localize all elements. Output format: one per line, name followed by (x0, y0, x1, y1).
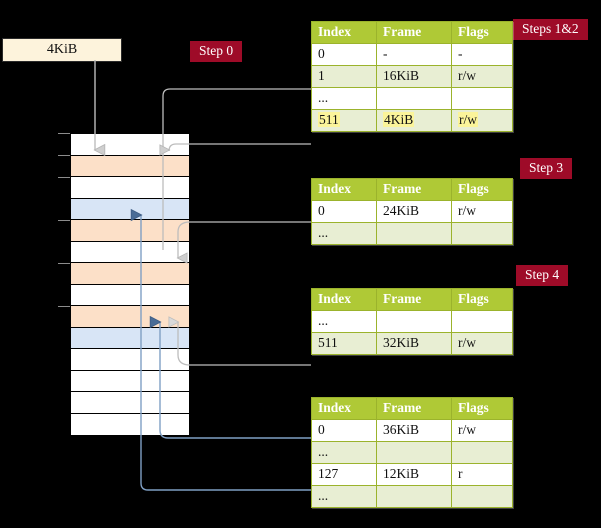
memory-tick (58, 263, 71, 264)
cell-frame (376, 441, 452, 464)
cell-frame: 12KiB (376, 463, 452, 486)
cell-flags (451, 485, 513, 508)
memory-frame-cell (71, 241, 189, 263)
cell-index: ... (311, 87, 377, 110)
column-header-index: Index (311, 178, 377, 201)
column-header-flags: Flags (451, 288, 513, 311)
column-header-index: Index (311, 21, 377, 44)
memory-tick (58, 133, 71, 134)
memory-tick (58, 155, 71, 156)
highlight-mark: 511 (318, 112, 340, 127)
cell-frame (376, 222, 452, 245)
memory-frame-cell (71, 177, 189, 199)
cell-flags: r (451, 463, 513, 486)
cell-index: 127 (311, 463, 377, 486)
cell-index: ... (311, 485, 377, 508)
memory-frame-cell (71, 134, 189, 156)
cell-index: 1 (311, 65, 377, 88)
cell-index: 511 (311, 332, 377, 355)
table-row: ... (311, 441, 513, 464)
cell-frame (376, 310, 452, 333)
memory-frame-cell (71, 220, 189, 242)
cell-flags: - (451, 43, 513, 66)
cell-index: ... (311, 441, 377, 464)
cell-index: 511 (311, 109, 377, 132)
column-header-flags: Flags (451, 21, 513, 44)
column-header-index: Index (311, 288, 377, 311)
column-header-flags: Flags (451, 397, 513, 420)
cell-frame (376, 485, 452, 508)
table-row: 0-- (311, 43, 513, 66)
cell-frame: 4KiB (376, 109, 452, 132)
physical-memory-column (70, 133, 190, 435)
memory-frame-cell (71, 349, 189, 371)
memory-frame-cell (71, 370, 189, 392)
cell-frame: 16KiB (376, 65, 452, 88)
memory-tick (58, 177, 71, 178)
memory-frame-cell (71, 198, 189, 220)
table-row: ... (311, 222, 513, 245)
cell-frame (376, 87, 452, 110)
memory-frame-cell (71, 284, 189, 306)
memory-frame-cell (71, 155, 189, 177)
memory-frame-cell (71, 263, 189, 285)
column-header-frame: Frame (376, 21, 452, 44)
badge-step-4: Step 4 (516, 265, 569, 286)
memory-tick (58, 220, 71, 221)
cell-index: 0 (311, 43, 377, 66)
cell-flags: r/w (451, 332, 513, 355)
cell-flags (451, 441, 513, 464)
memory-frame-cell (71, 413, 189, 435)
column-header-frame: Frame (376, 288, 452, 311)
table-row: ... (311, 485, 513, 508)
cell-index: ... (311, 310, 377, 333)
table-row: ... (311, 87, 513, 110)
highlight-mark: 4KiB (383, 112, 415, 127)
badge-step-0: Step 0 (190, 41, 243, 62)
cell-frame: 32KiB (376, 332, 452, 355)
cell-frame: 36KiB (376, 419, 452, 442)
cell-index: ... (311, 222, 377, 245)
memory-frame-cell (71, 306, 189, 328)
cell-frame: 24KiB (376, 200, 452, 223)
column-header-frame: Frame (376, 178, 452, 201)
table-row: 511 4KiB r/w (311, 109, 513, 132)
column-header-flags: Flags (451, 178, 513, 201)
table-row: ... (311, 310, 513, 333)
highlight-mark: r/w (458, 112, 478, 127)
cell-flags: r/w (451, 419, 513, 442)
cell-frame: - (376, 43, 452, 66)
memory-frame-cell (71, 392, 189, 414)
cell-flags: r/w (451, 109, 513, 132)
cell-flags: r/w (451, 200, 513, 223)
cell-flags (451, 222, 513, 245)
column-header-frame: Frame (376, 397, 452, 420)
cell-flags (451, 310, 513, 333)
memory-frame-cell (71, 327, 189, 349)
cell-index: 0 (311, 200, 377, 223)
memory-tick (58, 306, 71, 307)
source-size-box: 4KiB (2, 38, 122, 62)
cell-flags (451, 87, 513, 110)
cell-flags: r/w (451, 65, 513, 88)
cell-index: 0 (311, 419, 377, 442)
badge-steps-1-2: Steps 1&2 (513, 19, 588, 40)
column-header-index: Index (311, 397, 377, 420)
badge-step-3: Step 3 (520, 158, 573, 179)
